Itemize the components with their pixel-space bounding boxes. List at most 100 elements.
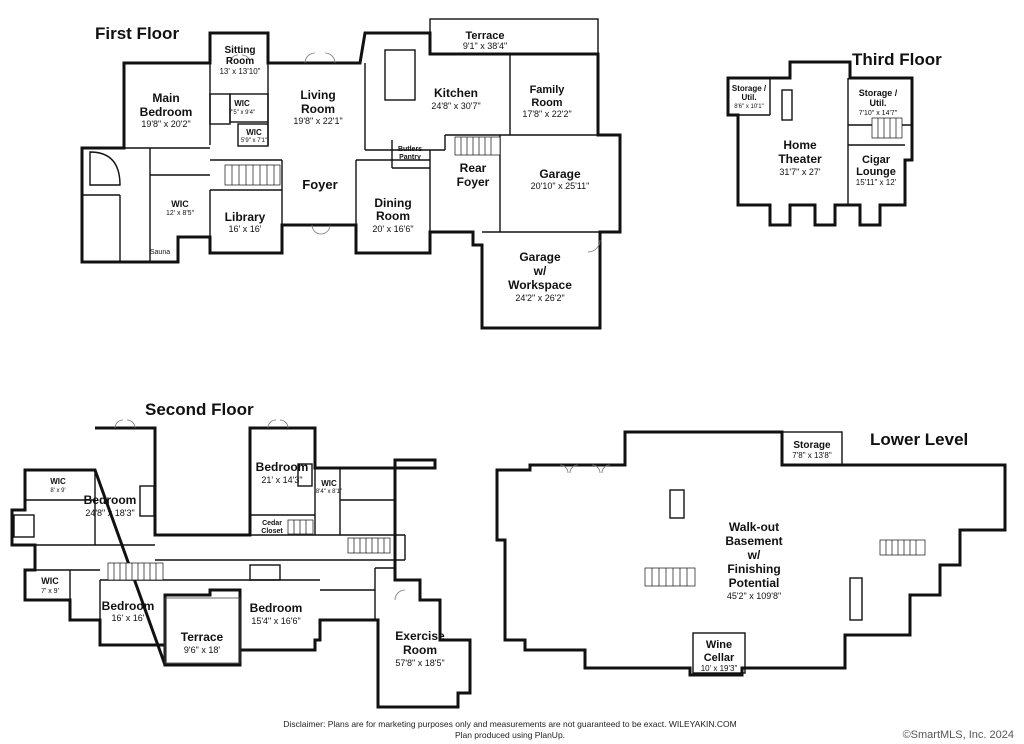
rear-foyer-label-2: Foyer [457,175,490,189]
library-dim: 16' x 16' [229,224,262,234]
second-floor-doors [114,419,406,601]
terrace-label: Terrace [466,30,505,42]
wine-cellar-label: Wine [706,639,732,651]
wic-b-dim: 5'9" x 7'1" [241,138,267,144]
rear-foyer-label: Rear [460,161,487,175]
terrace-dim: 9'1" x 38'4" [463,41,507,51]
garage-label: Garage [539,167,581,181]
cigar-lounge-label-2: Lounge [856,166,896,178]
lower-level-stairs [644,539,926,587]
sitting-room-label: Sitting [224,45,255,56]
disclaimer-line-1: Disclaimer: Plans are for marketing purp… [283,719,737,729]
basement-label-5: Potential [729,576,780,590]
storage-util-1-label: Storage / [732,84,767,93]
garage-workspace-label-3: Workspace [508,278,572,292]
first-floor-title: First Floor [95,24,179,43]
third-floor-title: Third Floor [852,50,942,69]
main-bedroom-label: Main [152,91,179,105]
storage-util-1-label-2: Util. [741,93,756,102]
first-floor-interior-walls [82,54,600,262]
first-floor-doors [229,52,601,253]
wic-f-label: WIC [41,576,59,586]
wine-cellar-label-2: Cellar [704,652,735,664]
storage-util-2-dim: 7'10" x 14'7" [859,110,898,117]
main-bedroom-dim: 19'8" x 20'2" [141,119,190,129]
wic-d-label: WIC [50,477,66,486]
family-room-dim: 17'8" x 22'2" [522,109,571,119]
wic-a-label: WIC [234,99,250,108]
dining-room-label-2: Room [376,209,410,223]
storage-shelf [849,577,863,621]
storage-dim: 7'8" x 13'8" [792,451,832,460]
bathtub-2-icon [13,514,35,538]
garage-workspace-dim: 24'2" x 26'2" [515,293,564,303]
lower-level-doors [559,464,611,474]
storage-util-2-label: Storage / [859,88,898,98]
wic-c-label: WIC [171,199,189,209]
first-floor-outline [80,31,622,330]
storage-label: Storage [793,440,831,451]
second-floor-interior-walls [25,463,406,620]
bedroom-2-label: Bedroom [256,460,309,474]
support-column [669,489,685,519]
bedroom-4-dim: 15'4" x 16'6" [251,616,300,626]
basement-label-3: w/ [747,548,761,562]
sitting-room-label-2: Room [226,56,254,67]
wic-a-dim: 7'5" x 9'4" [229,110,255,116]
disclaimer: Disclaimer: Plans are for marketing purp… [240,719,780,741]
storage-util-2-label-2: Util. [870,98,887,108]
third-floor-outline [726,60,914,227]
bedroom-3-dim: 16' x 16' [112,613,145,623]
bedroom-1-dim: 24'8" x 18'3" [85,508,134,518]
second-floor-title: Second Floor [145,400,254,419]
wic-c-dim: 12' x 8'5" [166,210,195,217]
garage-dim: 20'10" x 25'11" [531,181,590,191]
terrace-2-label: Terrace [181,630,224,644]
wine-cellar-dim: 10' x 19'3" [701,664,738,673]
butlers-pantry-label-2: Pantry [399,154,421,161]
bedroom-1-label: Bedroom [84,493,137,507]
exercise-room-dim: 57'8" x 18'5" [395,658,444,668]
second-terrace-outline [164,597,241,664]
living-room-dim: 19'8" x 22'1" [293,116,342,126]
butlers-pantry-label: Butlers [398,146,422,153]
kitchen-dim: 24'8" x 30'7" [431,101,480,111]
lower-level-title: Lower Level [870,430,968,449]
wine-cellar-outline [692,632,746,674]
exercise-room-label-2: Room [403,643,437,657]
foyer-label: Foyer [302,177,337,192]
library-label: Library [225,210,266,224]
living-room-label-2: Room [301,102,335,116]
lower-level-outline [495,430,1007,677]
home-theater-label-2: Theater [778,152,822,166]
second-floor-stairs [107,519,391,581]
basement-dim: 45'2" x 109'8" [727,591,781,601]
cigar-lounge-label: Cigar [862,154,891,166]
storage-room-outline [781,431,843,466]
living-room-label: Living [300,88,335,102]
third-floor: Third Floor Storage / Util. 8'6" x 10'1"… [726,50,942,227]
sauna-label: Sauna [150,249,170,256]
cedar-closet-label-2: Closet [261,528,283,535]
basement-label-4: Finishing [727,562,780,576]
wic-d-dim: 8' x 9' [50,488,65,494]
family-room-label-2: Room [531,97,562,109]
terrace-2-dim: 9'6" x 18' [184,645,220,655]
first-floor: First Floor [80,18,622,330]
sitting-room-dim: 13' x 13'10" [219,67,260,76]
basement-label-2: Basement [725,534,782,548]
wic-f-dim: 7' x 9' [41,588,59,595]
wic-e-label: WIC [321,479,337,488]
kitchen-island [384,49,416,101]
wic-b-label: WIC [246,128,262,137]
second-floor-outline [10,426,472,709]
copyright-watermark: ©SmartMLS, Inc. 2024 [902,729,1014,741]
bedroom-2-dim: 21' x 14'3" [261,475,302,485]
dining-room-label: Dining [374,196,411,210]
lower-level: Lower Level Storage 7'8" x 13'8" Walk-ou… [495,430,1007,677]
cigar-lounge-dim: 15'11" x 12' [856,178,897,187]
family-room-label: Family [530,84,566,96]
exercise-room-label: Exercise [395,629,445,643]
cedar-closet-label: Cedar [262,520,282,527]
